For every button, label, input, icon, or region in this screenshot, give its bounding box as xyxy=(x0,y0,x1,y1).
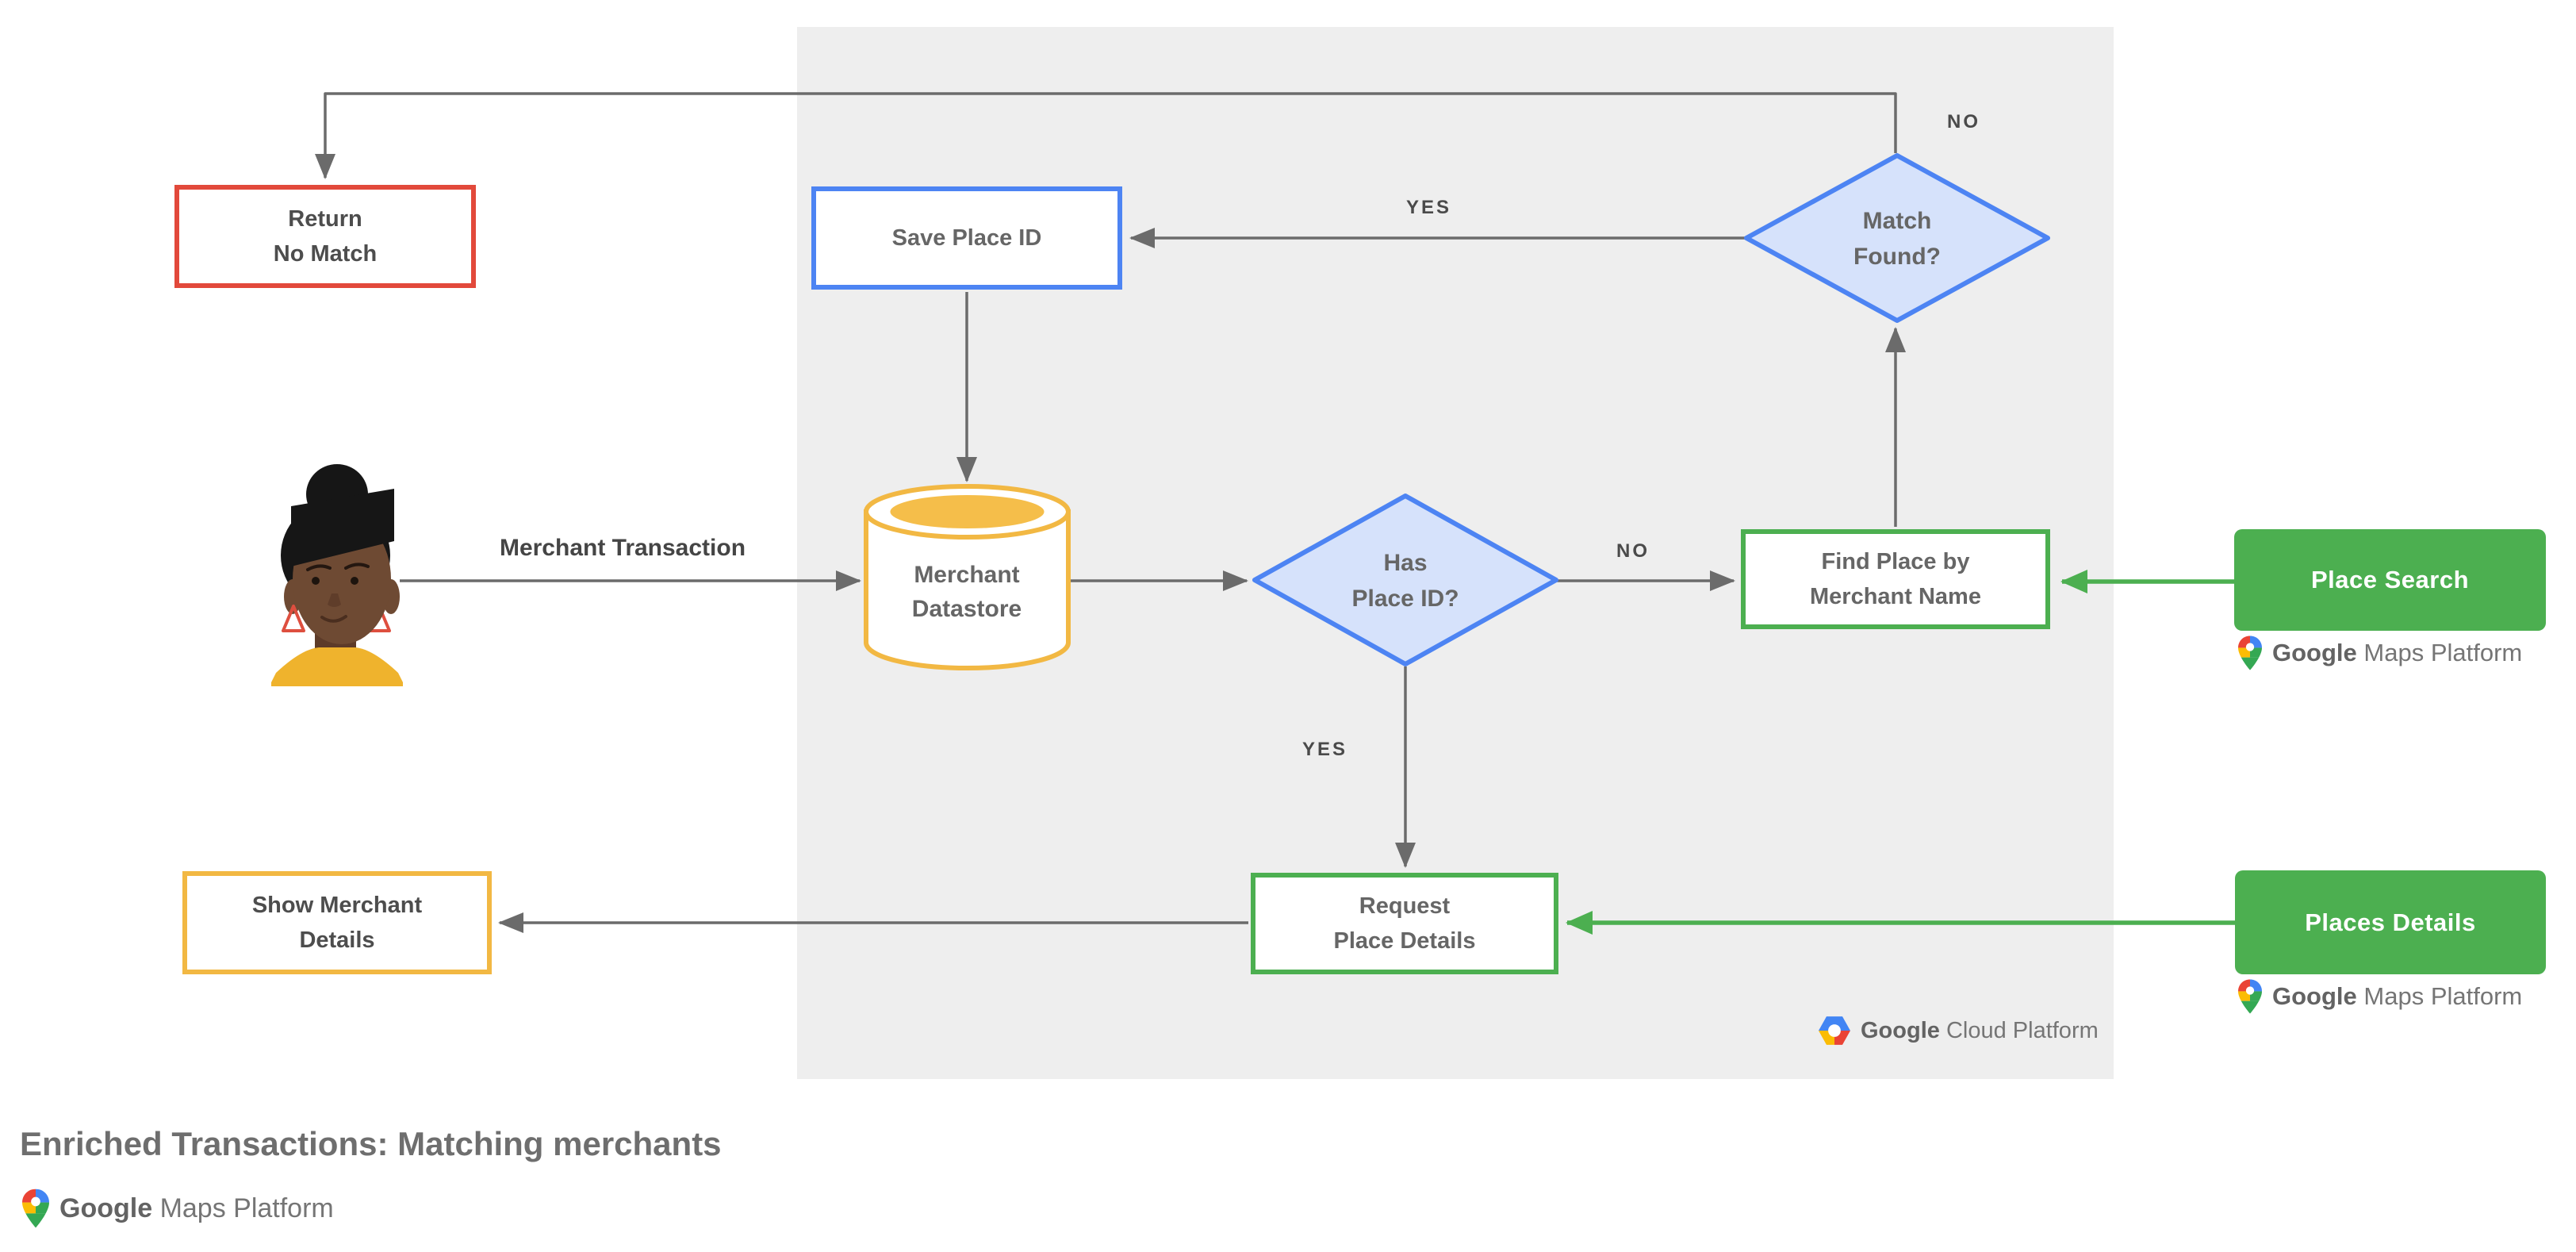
cloud-platform-lockup: Google Cloud Platform xyxy=(1819,1016,2099,1045)
find-place-label-line2: Merchant Name xyxy=(1810,584,1981,609)
maps-platform-wordmark: Google Maps Platform xyxy=(2272,982,2523,1010)
cloud-hexagon-icon xyxy=(1819,1016,1850,1045)
shirt xyxy=(271,647,403,686)
request-place-details-label-line1: Request xyxy=(1359,893,1451,919)
has-place-id-label: Has Place ID? xyxy=(1351,550,1459,612)
left-earring xyxy=(282,605,305,632)
save-place-id-box: Save Place ID xyxy=(811,186,1122,290)
hair-fringe xyxy=(291,489,394,566)
places-details-api-box: Places Details xyxy=(2235,870,2546,974)
has-place-id-no-label: NO xyxy=(1616,540,1650,562)
merchant-datastore-label: Merchant Datastore xyxy=(911,562,1022,622)
return-no-match-label-line2: No Match xyxy=(273,241,378,267)
left-eyebrow xyxy=(306,564,332,571)
save-place-id-label: Save Place ID xyxy=(891,225,1042,251)
request-place-details-box: Request Place Details xyxy=(1251,873,1558,974)
show-merchant-details-box: Show Merchant Details xyxy=(182,871,492,974)
find-place-box: Find Place by Merchant Name xyxy=(1741,529,2050,629)
return-no-match-label-line1: Return xyxy=(288,206,362,232)
maps-platform-lockup-top: Google Maps Platform xyxy=(2238,636,2522,670)
edge-matchfound-no xyxy=(315,92,1897,179)
nose xyxy=(328,593,341,607)
right-eye xyxy=(351,577,358,585)
match-found-diamond xyxy=(1744,153,2050,323)
match-found-no-label: NO xyxy=(1947,111,1980,132)
left-eye xyxy=(312,577,320,585)
maps-platform-wordmark: Google Maps Platform xyxy=(59,1192,334,1223)
match-found-yes-label: YES xyxy=(1406,197,1452,218)
request-place-details-label-line2: Place Details xyxy=(1333,928,1476,954)
show-merchant-details-label-line2: Details xyxy=(299,927,375,953)
cloud-platform-wordmark: Google Cloud Platform xyxy=(1861,1017,2099,1043)
place-search-label: Place Search xyxy=(2310,566,2470,593)
place-search-api-box: Place Search xyxy=(2234,529,2546,631)
match-found-label: Match Found? xyxy=(1853,208,1941,270)
merchant-datastore-cylinder xyxy=(864,484,1071,670)
mouth xyxy=(320,615,347,623)
places-details-label: Places Details xyxy=(2305,908,2476,936)
has-place-id-yes-label: YES xyxy=(1302,739,1348,760)
show-merchant-details-label-line1: Show Merchant xyxy=(251,893,423,918)
maps-pin-icon xyxy=(2238,636,2262,670)
has-place-id-diamond xyxy=(1252,494,1558,666)
right-eyebrow xyxy=(344,563,370,570)
maps-platform-lockup-footer: Google Maps Platform xyxy=(22,1189,334,1228)
merchant-transaction-label: Merchant Transaction xyxy=(499,535,746,561)
maps-pin-icon xyxy=(2238,979,2262,1014)
maps-pin-icon xyxy=(22,1189,49,1228)
maps-platform-wordmark: Google Maps Platform xyxy=(2272,639,2523,666)
merchant-persona-illustration xyxy=(271,464,403,686)
return-no-match-box: Return No Match xyxy=(174,185,476,288)
diagram-title: Enriched Transactions: Matching merchant… xyxy=(20,1125,722,1162)
maps-platform-lockup-bottom-right: Google Maps Platform xyxy=(2238,979,2522,1014)
find-place-label-line1: Find Place by xyxy=(1821,549,1970,574)
